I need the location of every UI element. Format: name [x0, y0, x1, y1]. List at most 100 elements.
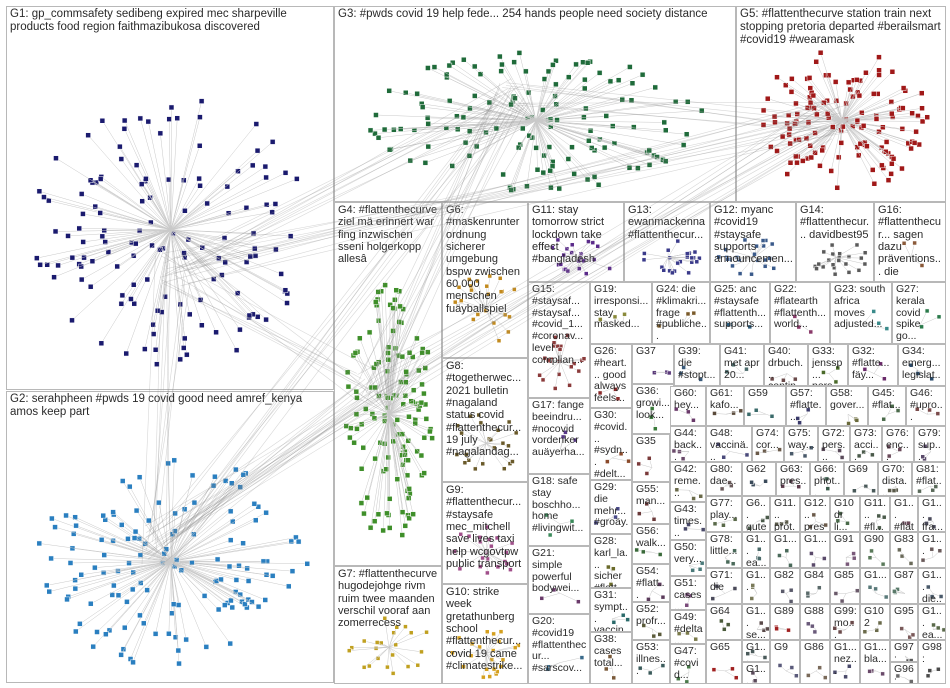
graph-node [89, 258, 96, 264]
graph-node [750, 649, 755, 654]
graph-node [419, 104, 426, 110]
graph-node [691, 418, 696, 423]
graph-node [429, 435, 435, 441]
graph-node [250, 230, 257, 237]
graph-node [794, 111, 801, 117]
graph-node [449, 163, 455, 169]
graph-node [199, 322, 205, 328]
graph-node [416, 367, 422, 374]
graph-node [187, 311, 193, 318]
node-cluster [931, 622, 945, 633]
graph-node [381, 126, 388, 133]
graph-node [719, 618, 724, 624]
graph-node [742, 237, 748, 243]
graph-node [351, 439, 357, 446]
graph-node [744, 366, 749, 372]
graph-node [908, 363, 914, 368]
graph-node [423, 416, 430, 422]
graph-node [502, 466, 507, 471]
graph-node [485, 570, 490, 576]
group-panel-g11: G11: stay tomorrow strict lockdown take … [528, 202, 624, 282]
graph-node [263, 509, 269, 516]
node-cluster [544, 512, 575, 538]
graph-node [795, 416, 800, 421]
graph-node [99, 117, 106, 124]
graph-node [100, 570, 107, 576]
graph-node [908, 145, 914, 152]
graph-node [166, 176, 172, 183]
graph-node [177, 356, 183, 363]
graph-node [510, 459, 515, 464]
graph-node [747, 324, 753, 330]
graph-node [123, 350, 129, 357]
graph-node [227, 640, 233, 647]
graph-node [672, 99, 679, 105]
graph-node [450, 650, 455, 656]
node-cluster [887, 485, 899, 493]
graph-node [500, 440, 506, 446]
group-panel-g57: G57: #flatte... [786, 386, 826, 426]
graph-node [732, 517, 738, 522]
node-cluster [671, 448, 690, 461]
group-panel-g72: G72: pers... [818, 426, 850, 462]
graph-node [605, 459, 610, 464]
graph-node [174, 115, 180, 121]
graph-node [249, 599, 255, 605]
graph-node [181, 250, 187, 256]
graph-node [796, 484, 801, 489]
graph-node [591, 174, 598, 180]
graph-node [876, 321, 882, 326]
graph-node [284, 300, 290, 306]
graph-node [802, 453, 808, 459]
group-panel-g47: G47: #covid... [670, 644, 706, 684]
node-cluster [862, 620, 883, 634]
graph-node [387, 525, 393, 531]
node-cluster [774, 519, 789, 527]
graph-node [544, 512, 549, 518]
graph-node [806, 673, 811, 678]
graph-node [757, 556, 762, 561]
graph-node [584, 271, 589, 276]
graph-node [490, 648, 496, 653]
graph-node [625, 617, 630, 622]
graph-node [871, 309, 876, 314]
graph-node [927, 668, 933, 673]
node-cluster [846, 413, 860, 425]
graph-node [683, 526, 688, 532]
graph-node [222, 259, 228, 266]
graph-node [854, 418, 860, 423]
graph-node [120, 646, 127, 652]
graph-node [906, 520, 911, 526]
node-cluster [747, 515, 769, 531]
group-panel-g85: G85 [830, 568, 860, 604]
graph-node [229, 480, 235, 486]
graph-node [683, 131, 690, 137]
group-panel-g30: G30: #covid... #sydn... #delt... [590, 408, 632, 480]
graph-node [823, 522, 828, 528]
graph-node [719, 486, 725, 492]
group-panel-g27: G27: kerala covid spike go... [892, 282, 946, 344]
graph-node [855, 588, 859, 593]
graph-node [358, 466, 365, 472]
graph-node [550, 62, 556, 68]
graph-node [936, 314, 942, 320]
graph-node [545, 666, 550, 672]
group-panel-g76: G76: enc... [882, 426, 914, 462]
group-panel-g116: G1... [770, 532, 800, 568]
graph-node [613, 387, 618, 392]
graph-node [777, 447, 782, 452]
node-cluster [641, 238, 702, 276]
graph-node [917, 488, 922, 494]
graph-node [126, 560, 132, 566]
graph-node [915, 406, 920, 412]
graph-node [924, 521, 929, 526]
graph-node [478, 420, 484, 426]
node-cluster [806, 621, 818, 635]
graph-node [839, 598, 845, 603]
node-cluster [712, 517, 738, 528]
graph-node [811, 105, 817, 112]
graph-node [552, 386, 558, 391]
graph-node [459, 430, 464, 436]
graph-node [750, 670, 756, 676]
graph-node [685, 630, 690, 636]
